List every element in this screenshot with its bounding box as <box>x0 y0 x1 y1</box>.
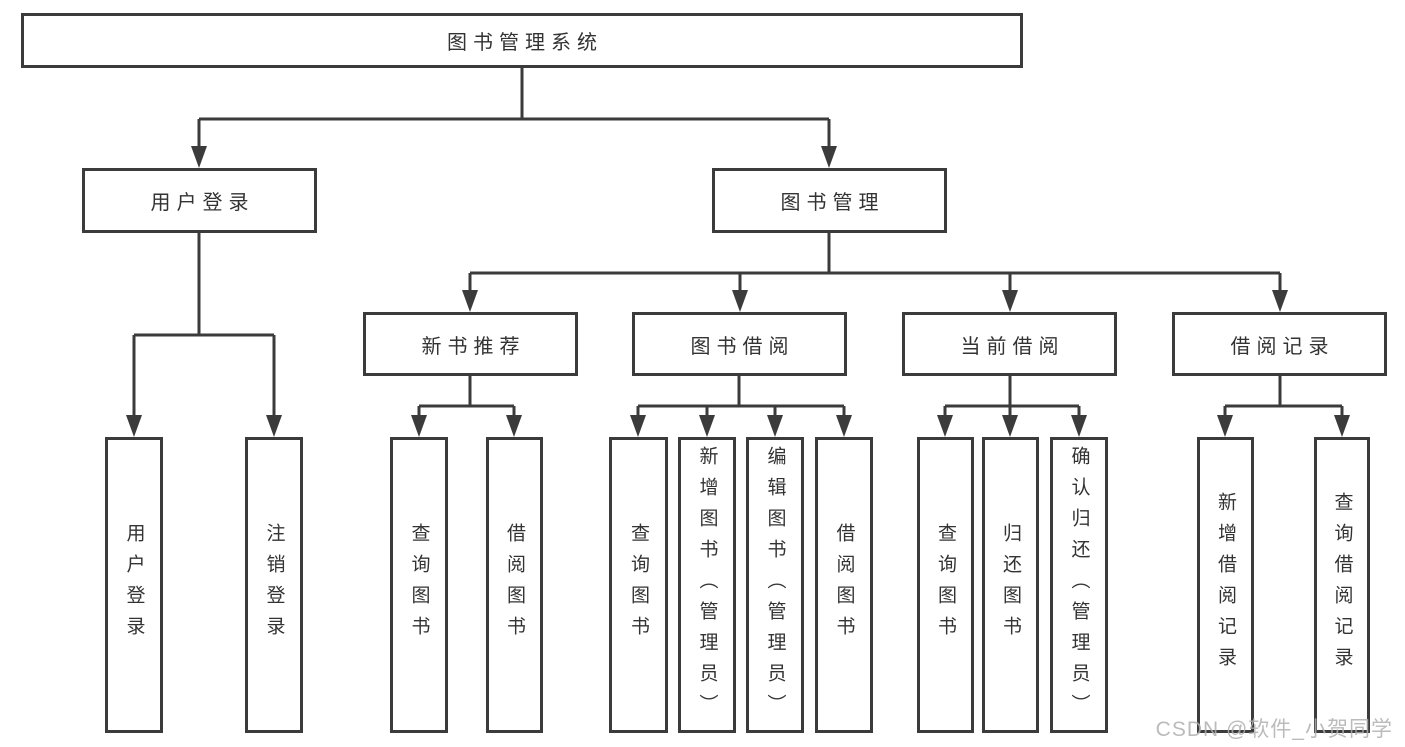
node-book-management-label: 图书管理 <box>780 192 885 214</box>
node-current-borrowing: 当前借阅 <box>902 312 1117 376</box>
leaf-user-login: 用户登录 <box>105 437 163 733</box>
leaf-query-books-recommend: 查询图书 <box>390 437 448 733</box>
wire-bookmgmt-to-level3 <box>468 233 1282 294</box>
node-root: 图书管理系统 <box>21 13 1023 68</box>
node-root-label: 图书管理系统 <box>447 32 603 54</box>
leaf-return-books: 归还图书 <box>982 437 1039 733</box>
node-current-borrowing-label: 当前借阅 <box>960 335 1065 358</box>
leaf-add-borrow-record: 新增借阅记录 <box>1197 437 1254 733</box>
node-borrowing-records-label: 借阅记录 <box>1230 335 1335 358</box>
node-user-login-label: 用户登录 <box>150 192 255 214</box>
node-user-login: 用户登录 <box>82 168 317 233</box>
arrowheads <box>126 146 1350 437</box>
wire-borrow-to-leaves <box>636 376 846 419</box>
wire-root-to-level2 <box>197 68 831 150</box>
leaf-query-books-current: 查询图书 <box>917 437 974 733</box>
leaf-query-books-borrow: 查询图书 <box>609 437 668 733</box>
node-book-management: 图书管理 <box>712 168 947 233</box>
node-book-borrowing: 图书借阅 <box>632 312 847 376</box>
leaf-edit-books-admin: 编辑图书（管理员） <box>746 437 804 733</box>
leaf-add-books-admin: 新增图书（管理员） <box>678 437 736 733</box>
leaf-borrow-books-recommend: 借阅图书 <box>486 437 543 733</box>
node-borrowing-records: 借阅记录 <box>1172 312 1387 376</box>
leaf-confirm-return-admin: 确认归还（管理员） <box>1050 437 1108 733</box>
wire-newbook-to-leaves <box>417 376 516 419</box>
wire-records-to-leaves <box>1223 376 1344 419</box>
node-new-book-recommend-label: 新书推荐 <box>421 335 526 358</box>
leaf-borrow-books: 借阅图书 <box>815 437 873 733</box>
leaf-logout: 注销登录 <box>245 437 303 733</box>
node-book-borrowing-label: 图书借阅 <box>690 335 795 358</box>
wire-userlogin-to-leaves <box>132 233 276 419</box>
wire-current-to-leaves <box>943 376 1081 419</box>
leaf-query-borrow-record: 查询借阅记录 <box>1314 437 1370 733</box>
node-new-book-recommend: 新书推荐 <box>363 312 578 376</box>
